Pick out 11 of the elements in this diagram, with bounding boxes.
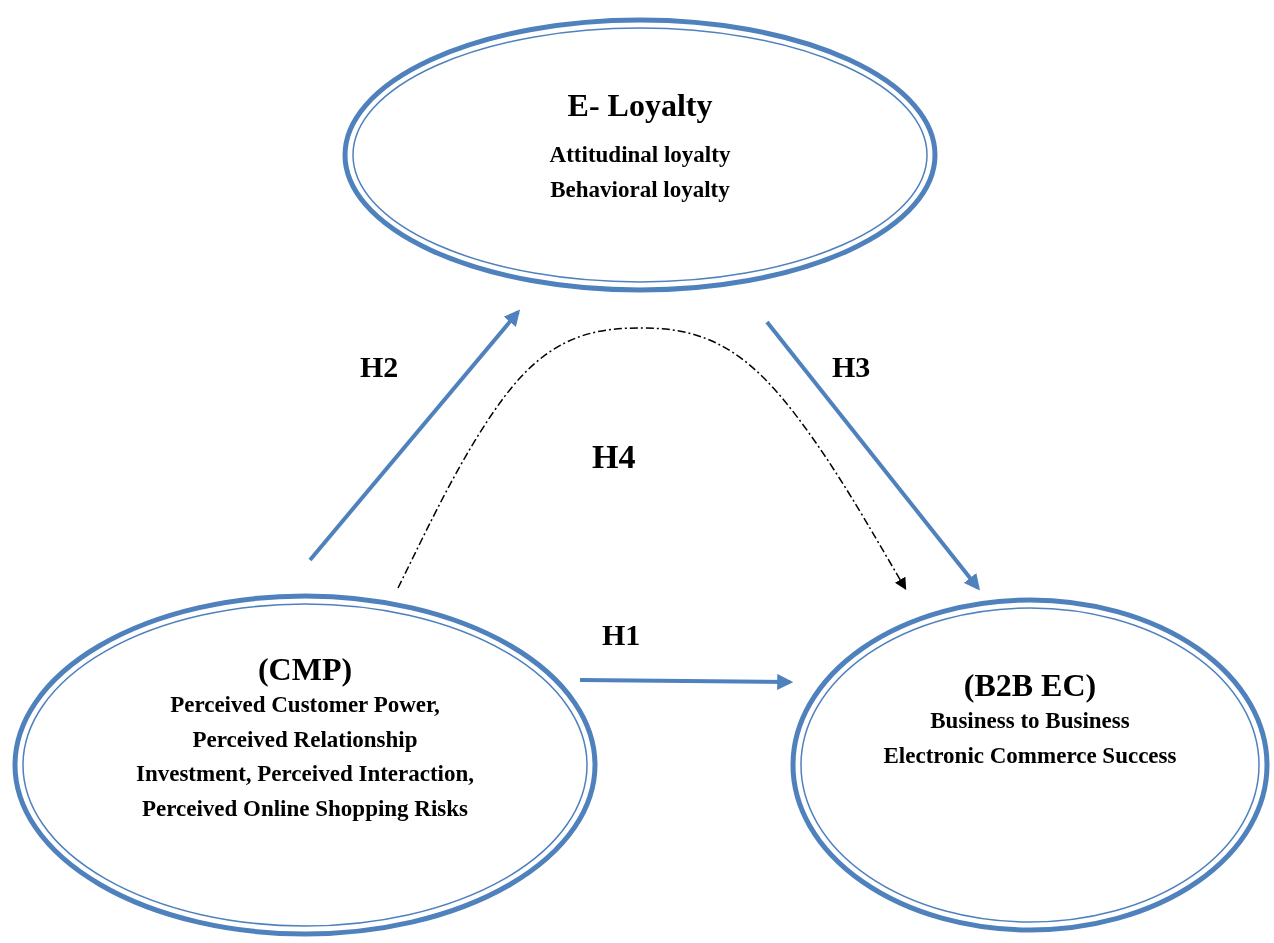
arrow [579,673,794,690]
node-text: Perceived Customer Power, Perceived Relationship Investment, Perceived Interaction, Perceived Online Shopping Risks [135,691,475,823]
dash-dot-arrow [397,327,907,591]
node-text: Behavioral loyalty [550,175,730,204]
arrow [308,309,521,562]
node-text: Business to Business Electronic Commerce Success [882,707,1178,770]
node-title: E- Loyalty [567,87,713,124]
node-title: (B2B EC) [963,667,1097,704]
node-title: (CMP) [257,651,353,688]
arrow [765,320,980,591]
node-text: Attitudinal loyalty [549,141,731,169]
